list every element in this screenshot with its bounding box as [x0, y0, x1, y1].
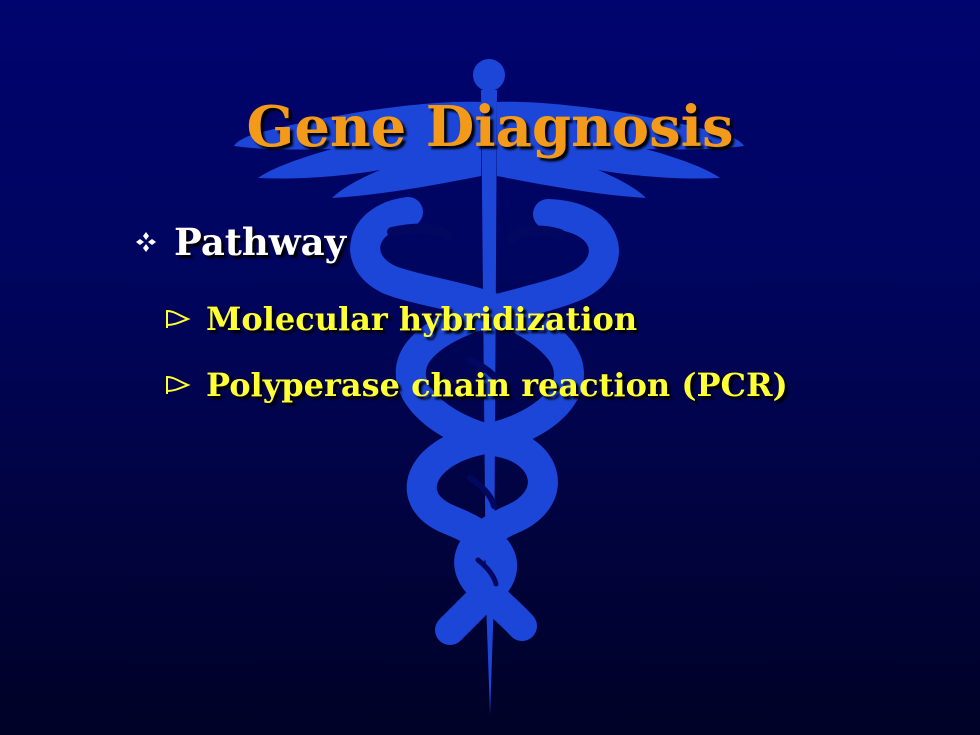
bullet-pathway-text: Pathway	[174, 220, 347, 264]
subbullet-molecular-hybridization-text: Molecular hybridization	[206, 300, 638, 338]
bullet-pathway: Pathway	[134, 220, 346, 264]
subbullet-pcr-text: Polyperase chain reaction (PCR)	[206, 366, 788, 404]
slide-title: Gene Diagnosis	[246, 94, 734, 160]
diamond-bullet-icon	[136, 232, 156, 252]
subbullet-pcr: Polyperase chain reaction (PCR)	[164, 366, 788, 404]
flag-bullet-icon	[166, 310, 191, 328]
subbullet-molecular-hybridization: Molecular hybridization	[164, 300, 637, 338]
flag-bullet-icon	[166, 376, 191, 394]
